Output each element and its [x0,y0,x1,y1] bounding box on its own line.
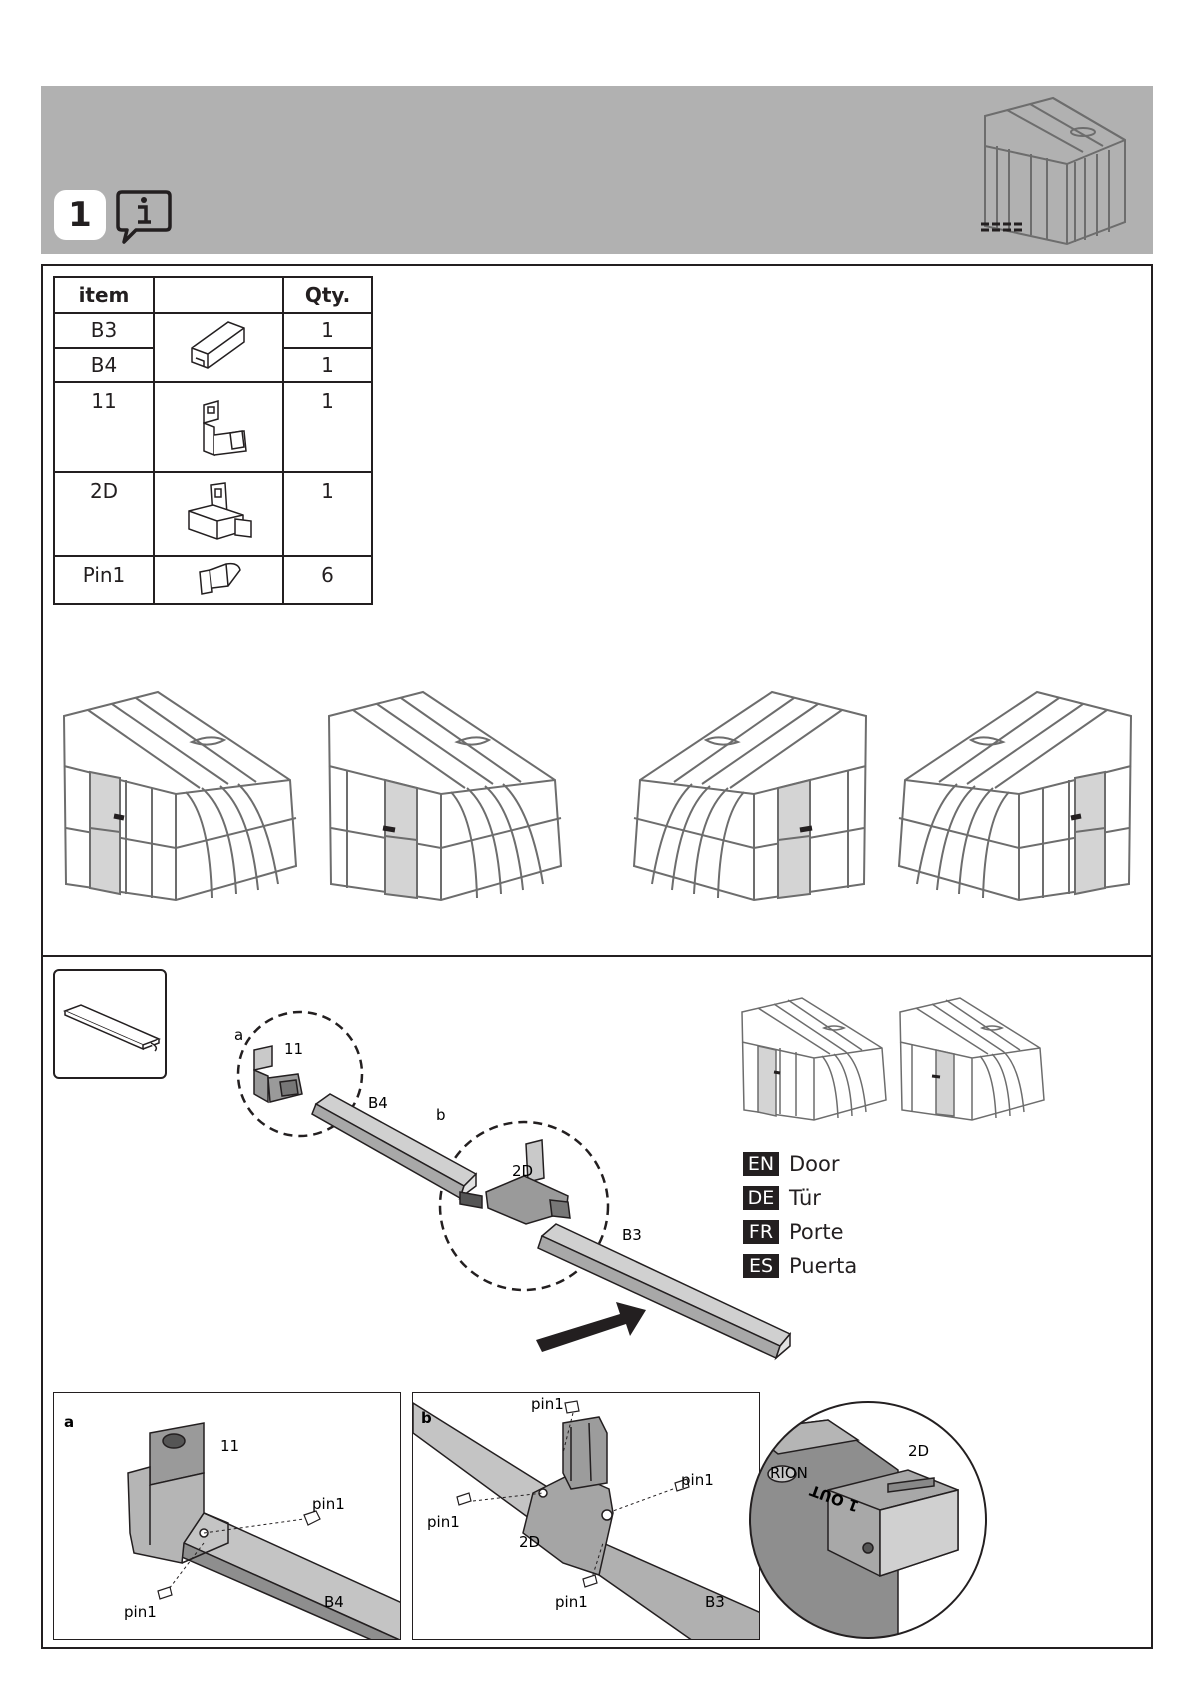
item-code: B4 [54,348,154,383]
lang-word: Tür [789,1186,821,1210]
logo-text: RION [770,1464,808,1482]
pin-icon [583,1575,597,1587]
label-part-b3: B3 [705,1593,725,1611]
connector-2d-image [154,472,283,556]
detail-letter-b: b [421,1409,432,1427]
pin-icon [565,1401,579,1413]
callout-label-b: b [436,1106,446,1124]
lang-word: Door [789,1152,840,1176]
detail-panel-a: a 11 pin1 pin1 B4 [53,1392,401,1640]
beam-b4 [312,1094,476,1198]
door-label-de: DE Tür [743,1184,821,1212]
pin-icon [158,1587,172,1599]
label-part-11: 11 [284,1040,303,1058]
greenhouse-door-left-small-mirror [898,996,1048,1128]
detail-b-drawing: b pin1 pin1 pin1 pin1 2D B3 [413,1393,760,1640]
info-speech-icon [114,188,174,246]
label-part-b3: B3 [622,1226,642,1244]
label-part-2d: 2D [512,1162,533,1180]
closeup-2d-detail: 2D 1 OUT RION [748,1400,988,1640]
greenhouse-variant-door-left-mirror [325,688,565,918]
label-pin-bottom: pin1 [555,1593,588,1611]
item-qty: 6 [283,556,372,604]
greenhouse-door-left-small [740,996,890,1128]
tee-connector-icon [179,475,259,549]
table-row: B3 1 [54,313,372,348]
label-part-b4: B4 [368,1094,388,1112]
label-pin-top: pin1 [531,1395,564,1413]
greenhouse-variant-door-right-mirror [895,688,1135,918]
pin-icon [304,1511,320,1525]
item-qty: 1 [283,313,372,348]
lang-code: EN [743,1152,779,1176]
beam-part-image [154,313,283,382]
door-label-fr: FR Porte [743,1218,844,1246]
label-pin-right: pin1 [681,1471,714,1489]
push-arrow-icon [536,1302,646,1352]
label-pin-left: pin1 [427,1513,460,1531]
beam-profile-icon [184,314,254,376]
lang-code: DE [743,1186,779,1210]
label-part-11: 11 [220,1437,239,1455]
tool-ruler-icon [55,971,165,1077]
table-row: Pin1 6 [54,556,372,604]
lang-word: Puerta [789,1254,857,1278]
label-pin-bottom: pin1 [124,1603,157,1621]
item-code: B3 [54,313,154,348]
item-code: 11 [54,382,154,472]
section-divider [41,955,1153,957]
label-part-2d: 2D [519,1533,540,1551]
lang-word: Porte [789,1220,844,1244]
tool-box [53,969,167,1079]
door-label-en: EN Door [743,1150,840,1178]
greenhouse-icon [975,94,1147,250]
label-part-b4: B4 [324,1593,344,1611]
parts-table: item Qty. B3 1 B4 1 11 [53,276,373,605]
item-qty: 1 [283,472,372,556]
table-row: 11 1 [54,382,372,472]
greenhouse-variant-door-right [630,688,870,918]
header-image [154,277,283,313]
lang-code: ES [743,1254,779,1278]
pin-icon [192,558,246,598]
item-qty: 1 [283,348,372,383]
header-item: item [54,277,154,313]
label-pin-top: pin1 [312,1495,345,1513]
header-qty: Qty. [283,277,372,313]
connector-11-image [154,382,283,472]
table-row: 2D 1 [54,472,372,556]
detail-panel-b: b pin1 pin1 pin1 pin1 2D B3 [412,1392,760,1640]
table-header-row: item Qty. [54,277,372,313]
item-qty: 1 [283,382,372,472]
callout-label-a: a [234,1026,243,1044]
item-code: 2D [54,472,154,556]
door-label-es: ES Puerta [743,1252,857,1280]
pin-image [154,556,283,604]
pin-icon [457,1493,471,1505]
detail-letter-a: a [64,1413,74,1431]
label-part-2d: 2D [908,1442,929,1460]
step-number-badge: 1 [54,190,106,240]
detail-a-drawing: a 11 pin1 pin1 B4 [54,1393,401,1640]
lang-code: FR [743,1220,779,1244]
corner-connector-icon [184,385,254,465]
item-code: Pin1 [54,556,154,604]
greenhouse-variant-door-left [60,688,300,918]
